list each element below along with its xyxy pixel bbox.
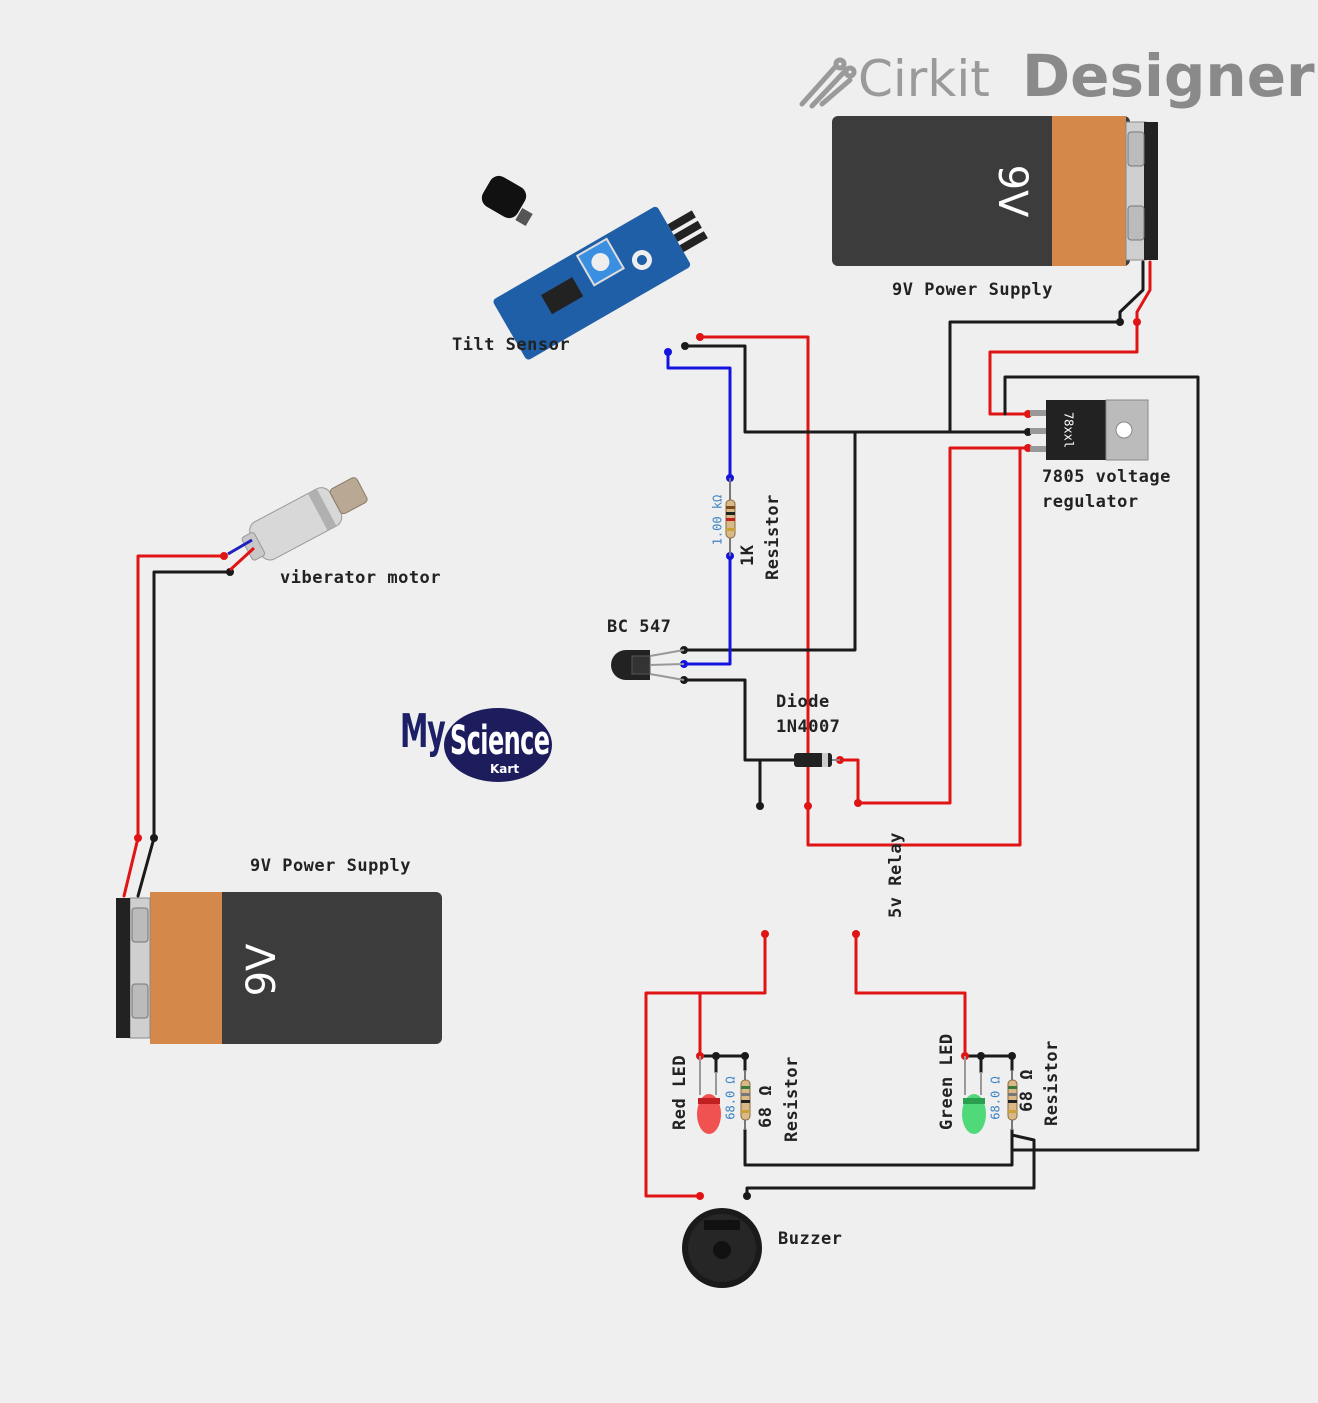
label-green-led: Green LED (937, 1033, 957, 1130)
logo-my: My (400, 704, 446, 758)
resistor-1k[interactable]: 1.00 kΩ (711, 478, 736, 556)
green-led[interactable] (962, 1056, 986, 1134)
wire-reg-ground-loop (1003, 375, 1200, 1152)
label-res68-red-a: 68 Ω (756, 1085, 776, 1128)
label-res68-green-b: Resistor (1042, 1040, 1062, 1126)
wire-relay-no-red (854, 932, 967, 1058)
tilt-sensor[interactable] (492, 191, 716, 361)
wire-tilt-gnd-black (683, 344, 1030, 434)
label-power-bottom: 9V Power Supply (250, 856, 412, 876)
label-red-led: Red LED (670, 1054, 690, 1130)
tilt-switch-cylinder (481, 175, 533, 227)
wire-resistor-to-base-blue (682, 554, 732, 666)
vibrator-motor[interactable] (237, 470, 372, 568)
label-transistor: BC 547 (607, 617, 672, 637)
red-led[interactable] (697, 1056, 721, 1134)
wire-buzzer-red (644, 991, 702, 1198)
wire-motor-red (122, 554, 226, 898)
label-resistor-1k-b: Resistor (763, 494, 783, 580)
wire-transistor-c-black (682, 678, 802, 762)
wire-buzzer-black (745, 1133, 1036, 1198)
myscience-kart-logo: My Science Kart (398, 700, 558, 790)
logo-kart: Kart (490, 762, 520, 776)
wire-top-battery-red (988, 260, 1152, 416)
wire-res-bottom-black (743, 1128, 1014, 1167)
label-motor: viberator motor (280, 568, 442, 588)
motor-lead-blue (227, 538, 253, 556)
wire-dots (134, 318, 1141, 1200)
wire-tilt-vcc-red (698, 335, 1022, 847)
transistor-bc547[interactable] (611, 649, 685, 681)
wire-motor-black (136, 570, 232, 898)
brand-prefix: Cirkit (858, 50, 990, 108)
logo-oval (444, 708, 552, 782)
label-diode-a: Diode (776, 692, 830, 712)
battery-bottom-text: 9V (239, 943, 285, 996)
label-res68-red-b: Resistor (782, 1056, 802, 1142)
battery-top-text: 9V (989, 165, 1035, 218)
diode-1n4007[interactable] (794, 753, 840, 767)
label-regulator: 7805 voltage regulator (1042, 467, 1171, 512)
buzzer[interactable] (682, 1208, 762, 1288)
wire-green-led-link (963, 1054, 1014, 1072)
battery-bottom[interactable]: 9V (116, 892, 442, 1044)
wires (122, 260, 1200, 1198)
regulator-chip-text: 78xxl (1062, 412, 1076, 448)
resistor-68-red-value: 68.0 Ω (724, 1076, 738, 1119)
battery-top[interactable]: 9V (832, 116, 1158, 266)
wire-tilt-signal-blue (666, 348, 732, 480)
label-tilt-sensor: Tilt Sensor (452, 335, 571, 355)
label-power-top: 9V Power Supply (892, 280, 1054, 300)
wire-relay-nc-red (698, 932, 767, 1058)
resistor-68-green-value: 68.0 Ω (989, 1076, 1003, 1119)
label-buzzer: Buzzer (778, 1229, 843, 1249)
label-res68-green-a: 68 Ω (1017, 1069, 1037, 1112)
brand-suffix: Designer (1022, 42, 1315, 110)
label-resistor-1k-a: 1K (738, 544, 758, 566)
wire-red-led-link (698, 1054, 747, 1072)
resistor-68-green[interactable]: 68.0 Ω (989, 1070, 1018, 1130)
resistor-1k-value: 1.00 kΩ (711, 495, 725, 546)
label-diode-b: 1N4007 (776, 717, 841, 737)
resistor-68-red[interactable]: 68.0 Ω (724, 1070, 751, 1130)
voltage-regulator[interactable]: 78xxl (1030, 399, 1149, 461)
wire-reg-out-red (838, 446, 1030, 805)
label-relay: 5v Relay (886, 832, 906, 918)
motor-lead-red (228, 546, 256, 572)
cirkit-logo-icon (799, 57, 857, 109)
wire-transistor-e-black (682, 430, 857, 652)
logo-science: Science (450, 718, 550, 764)
